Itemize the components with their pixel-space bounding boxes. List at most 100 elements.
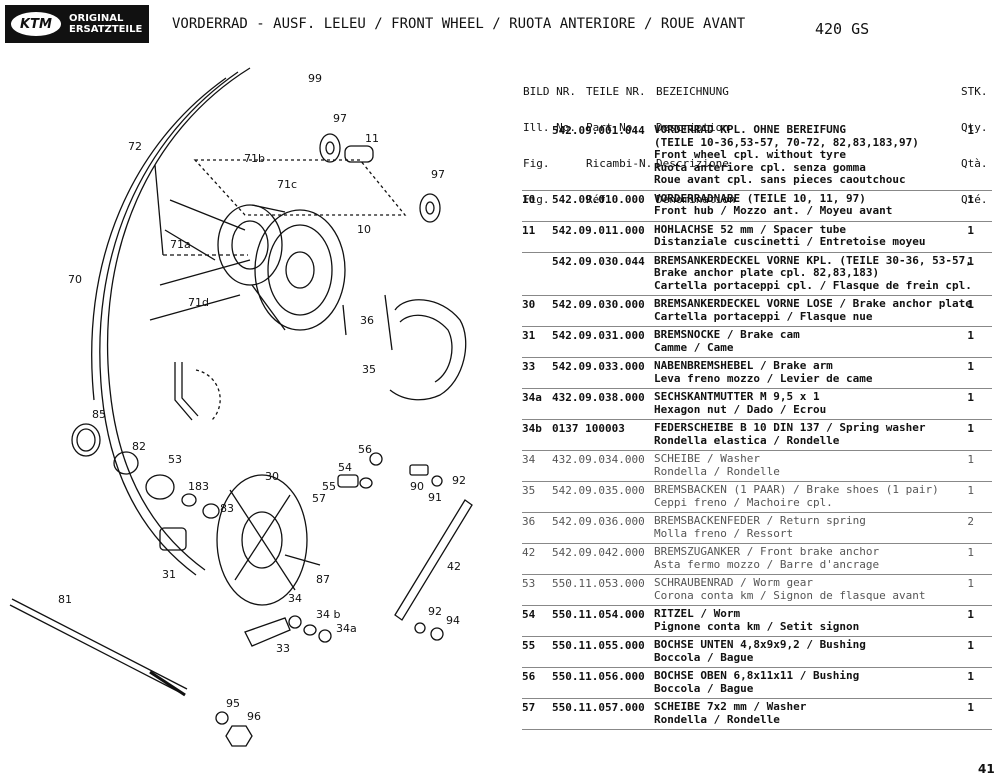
row-quantity: 1 <box>967 546 974 559</box>
callout: 97 <box>431 168 445 181</box>
callout: 30 <box>265 470 279 483</box>
callout: 56 <box>358 443 372 456</box>
description-line: VORDERRADNABE (TEILE 10, 11, 97) <box>654 191 866 205</box>
exploded-diagram: 99 97 11 72 71b 71c 97 10 71a 70 71d 36 … <box>9 67 473 747</box>
header-part-fr: Réf. <box>586 193 613 206</box>
description-line: Boccola / Bague <box>654 681 754 695</box>
callout: 83 <box>220 502 234 515</box>
page-number: 41 <box>978 762 995 776</box>
callout: 183 <box>188 480 209 493</box>
description-line: Rondella / Rondelle <box>654 712 780 726</box>
description-line: Ruota anteriore cpl. senza gomma <box>654 160 866 174</box>
description-line: Distanziale cuscinetti / Entretoise moye… <box>654 235 926 248</box>
row-part-number: 542.09.035.000 <box>552 484 645 497</box>
callout: 35 <box>362 363 376 376</box>
row-fig: 55 <box>522 639 536 652</box>
description-line: Cartella portaceppi / Flasque nue <box>654 309 873 323</box>
row-fig: 11 <box>522 223 536 237</box>
callout: 94 <box>446 614 460 627</box>
logo-caption: ORIGINAL ERSATZTEILE <box>69 13 142 35</box>
description-line: Front wheel cpl. without tyre <box>654 148 847 161</box>
description-line: Rondella / Rondelle <box>654 464 780 478</box>
callout: 96 <box>247 710 261 723</box>
header-desc-en: Description <box>656 121 729 134</box>
callout: 34 <box>288 592 302 605</box>
row-description: BREMSANKERDECKEL VORNE KPL. (TEILE 30-36… <box>654 253 972 293</box>
row-quantity: 1 <box>967 298 974 311</box>
callout: 87 <box>316 573 330 586</box>
description-line: SECHSKANTMUTTER M 9,5 x 1 <box>654 390 820 403</box>
callout: 11 <box>365 132 379 145</box>
row-fig: 56 <box>522 670 536 683</box>
callout: 10 <box>357 223 371 236</box>
header-desc-de: BEZEICHNUNG <box>656 85 729 98</box>
header-fig-en: Ill. No. <box>523 121 576 134</box>
row-quantity: 1 <box>967 391 974 404</box>
description-line: Rondella elastica / Rondelle <box>654 433 840 447</box>
callout: 70 <box>68 273 82 286</box>
header-part-en: Part No. <box>586 121 639 134</box>
description-line: Roue avant cpl. sans pieces caoutchouc <box>654 173 906 186</box>
row-part-number: 550.11.054.000 <box>552 608 645 621</box>
row-part-number: 542.09.031.000 <box>552 329 645 342</box>
header-desc-it: Descrizione <box>656 157 729 170</box>
description-line: BREMSBACKENFEDER / Return spring <box>654 514 866 527</box>
callout: 71a <box>170 238 191 251</box>
diagram-lines <box>9 67 473 747</box>
callout: 42 <box>447 560 461 573</box>
description-line: BREMSANKERDECKEL VORNE KPL. (TEILE 30-36… <box>654 253 972 267</box>
model-name: 420 GS <box>815 20 870 38</box>
row-part-number: 542.09.001.044 <box>552 124 645 137</box>
logo-line-2: ERSATZTEILE <box>69 24 143 35</box>
row-fig: 33 <box>522 360 536 373</box>
callout: 82 <box>132 440 146 453</box>
row-fig: 34 <box>522 453 536 466</box>
row-part-number: 550.11.053.000 <box>552 577 645 590</box>
header-fig-column: BILD NR. Ill. No. Fig. Fig. <box>523 62 576 230</box>
description-line: Asta fermo mozzo / Barre d'ancrage <box>654 557 880 571</box>
callout: 91 <box>428 491 442 504</box>
row-quantity: 1 <box>967 701 974 714</box>
callout: 81 <box>58 593 72 606</box>
callout: 54 <box>338 461 352 474</box>
description-line: FEDERSCHEIBE B 10 DIN 137 / Spring washe… <box>654 421 926 434</box>
row-part-number: 432.09.034.000 <box>552 453 645 466</box>
description-line: Hexagon nut / Dado / Ecrou <box>654 402 827 416</box>
header-part-de: TEILE NR. <box>586 85 646 98</box>
description-line: Pignone conta km / Setit signon <box>654 619 860 633</box>
description-line: Boccola / Bague <box>654 650 754 664</box>
row-quantity: 1 <box>967 577 974 590</box>
callout: 95 <box>226 697 240 710</box>
row-part-number: 550.11.057.000 <box>552 701 645 714</box>
row-quantity: 1 <box>967 360 974 373</box>
callout: 53 <box>168 453 182 466</box>
row-quantity: 1 <box>967 484 974 497</box>
description-line: BREMSZUGANKER / Front brake anchor <box>654 545 880 558</box>
row-part-number: 550.11.055.000 <box>552 639 645 652</box>
header-desc-fr: Dénomination <box>656 193 736 206</box>
description-line: RITZEL / Worm <box>654 607 741 620</box>
diagram-callouts: 99 97 11 72 71b 71c 97 10 71a 70 71d 36 … <box>58 72 466 723</box>
row-quantity: 1 <box>967 329 974 342</box>
callout: 97 <box>333 112 347 125</box>
description-line: BREMSNOCKE / Brake cam <box>654 328 800 341</box>
description-line: Corona conta km / Signon de flasque avan… <box>654 588 926 602</box>
description-line: Leva freno mozzo / Levier de came <box>654 371 873 385</box>
row-part-number: 0137 100003 <box>552 422 625 435</box>
